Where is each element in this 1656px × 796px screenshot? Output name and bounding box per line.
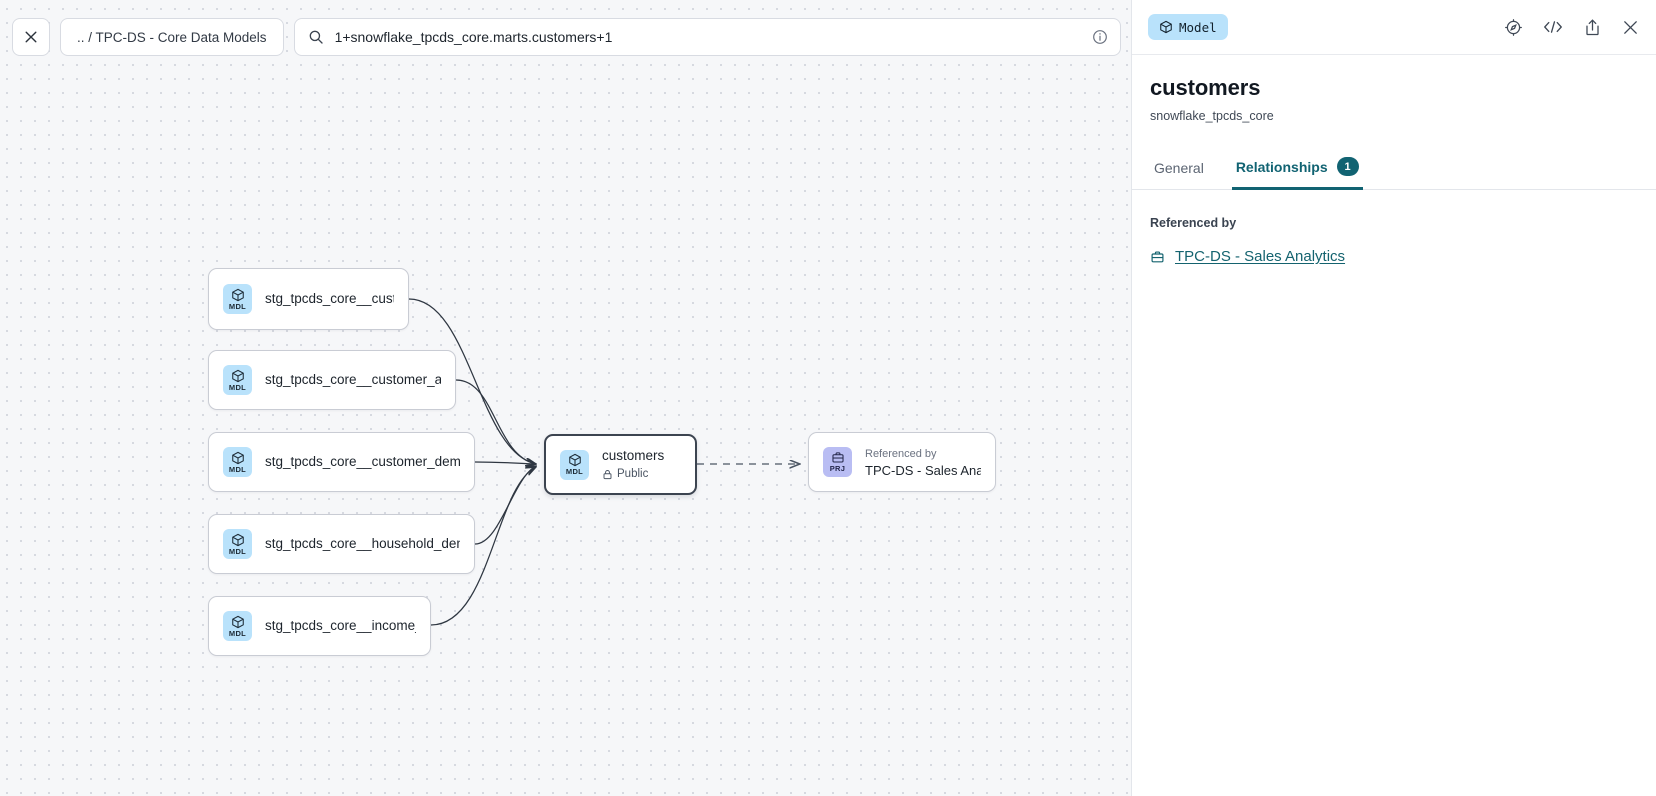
code-icon[interactable]: [1542, 18, 1564, 36]
node-body: stg_tpcds_core__customer_address: [265, 371, 441, 389]
project-badge: PRJ: [823, 447, 852, 477]
status-badge: 1: [1336, 157, 1359, 176]
project-icon: [1150, 250, 1165, 264]
lineage-node[interactable]: MDL stg_tpcds_core__customer: [208, 268, 409, 330]
referenced-by-link-label: TPC-DS - Sales Analytics: [1175, 248, 1346, 265]
model-badge: MDL: [560, 449, 589, 480]
badge-label: MDL: [228, 546, 247, 556]
node-body: stg_tpcds_core__income_band: [265, 617, 416, 635]
lineage-edges: [408, 298, 1131, 626]
panel-toolbar: Model: [1132, 0, 1656, 55]
node-title: stg_tpcds_core__customer_address: [265, 372, 441, 387]
panel-actions: [1504, 18, 1640, 37]
breadcrumb[interactable]: .. / TPC-DS - Core Data Models: [60, 18, 284, 56]
lock-icon: [602, 469, 613, 480]
badge-label: PRJ: [829, 464, 846, 473]
share-icon[interactable]: [1583, 18, 1602, 37]
details-panel: Model: [1131, 0, 1656, 796]
lineage-node[interactable]: MDL stg_tpcds_core__customer_address: [208, 350, 456, 410]
lineage-node-focused[interactable]: MDL customers Public: [544, 434, 697, 495]
node-visibility: Public: [602, 466, 664, 482]
badge-label: MDL: [228, 464, 247, 474]
search-input[interactable]: 1+snowflake_tpcds_core.marts.customers+1: [293, 18, 1121, 56]
node-title: stg_tpcds_core__customer: [265, 291, 394, 306]
cube-icon: [1159, 20, 1173, 34]
node-body: stg_tpcds_core__customer_demogra...: [265, 453, 460, 471]
close-lineage-button[interactable]: [12, 18, 50, 56]
page-title: customers: [1150, 75, 1261, 100]
lineage-node[interactable]: MDL stg_tpcds_core__income_band: [208, 596, 431, 656]
node-body: stg_tpcds_core__customer: [265, 290, 394, 308]
tab-label: General: [1154, 160, 1204, 176]
node-title: stg_tpcds_core__income_band: [265, 618, 416, 633]
node-body: customers Public: [602, 447, 664, 482]
node-title: TPC-DS - Sales Analytics: [865, 463, 981, 478]
node-title: stg_tpcds_core__customer_demogra...: [265, 454, 460, 469]
model-badge: MDL: [223, 365, 252, 395]
section-label: Referenced by: [1150, 216, 1237, 230]
close-icon[interactable]: [1621, 18, 1640, 37]
search-value: 1+snowflake_tpcds_core.marts.customers+1: [334, 29, 613, 45]
canvas-toolbar: .. / TPC-DS - Core Data Models 1+snowfla…: [12, 18, 1131, 56]
node-body: Referenced by TPC-DS - Sales Analytics: [865, 444, 981, 480]
lineage-node[interactable]: MDL stg_tpcds_core__customer_demogra...: [208, 432, 475, 492]
referenced-by-link[interactable]: TPC-DS - Sales Analytics: [1150, 248, 1638, 265]
model-badge: MDL: [223, 284, 252, 314]
node-eyebrow: Referenced by: [865, 448, 937, 460]
badge-label: MDL: [228, 301, 247, 311]
lineage-node-downstream[interactable]: PRJ Referenced by TPC-DS - Sales Analyti…: [808, 432, 996, 492]
model-type-chip[interactable]: Model: [1148, 14, 1228, 40]
badge-label: MDL: [228, 382, 247, 392]
model-badge: MDL: [223, 611, 252, 641]
tab-relationships[interactable]: Relationships 1: [1231, 149, 1363, 190]
info-circle-icon[interactable]: [1092, 29, 1108, 45]
explore-compass-icon[interactable]: [1504, 18, 1523, 37]
node-title: customers: [602, 448, 665, 463]
search-icon: [308, 29, 324, 45]
badge-label: MDL: [228, 628, 247, 638]
panel-content: Referenced by TPC-DS - Sales Analytics: [1132, 190, 1656, 265]
badge-label: MDL: [565, 467, 584, 476]
model-chip-label: Model: [1179, 19, 1217, 35]
panel-header: customers snowflake_tpcds_core: [1132, 55, 1656, 123]
page-subtitle: snowflake_tpcds_core: [1150, 109, 1274, 123]
model-badge: MDL: [223, 529, 252, 559]
lineage-canvas[interactable]: .. / TPC-DS - Core Data Models 1+snowfla…: [0, 0, 1131, 796]
close-icon: [23, 29, 39, 45]
breadcrumb-label: .. / TPC-DS - Core Data Models: [77, 29, 267, 45]
tab-label: Relationships: [1235, 158, 1328, 175]
node-body: stg_tpcds_core__household_demogr...: [265, 535, 460, 553]
panel-tabs: General Relationships 1: [1132, 149, 1656, 190]
visibility-label: Public: [617, 468, 649, 480]
lineage-node[interactable]: MDL stg_tpcds_core__household_demogr...: [208, 514, 475, 574]
tab-general[interactable]: General: [1150, 152, 1208, 190]
model-badge: MDL: [223, 447, 252, 477]
node-title: stg_tpcds_core__household_demogr...: [265, 536, 460, 551]
